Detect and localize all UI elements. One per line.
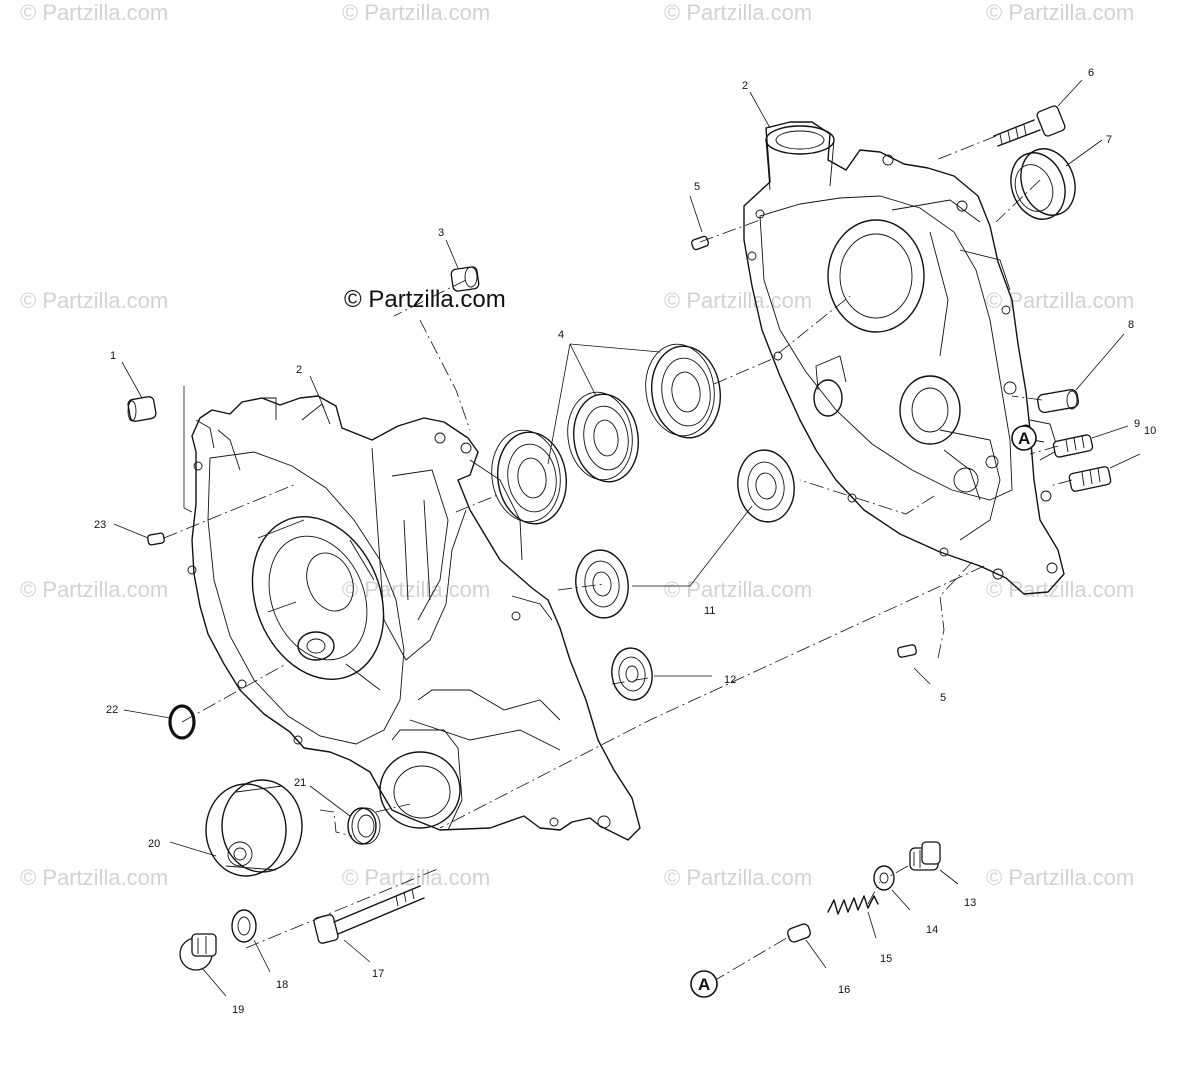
bolt-6 [993,105,1066,147]
reference-marker-a-top: A [1011,425,1037,451]
bearing-4c [645,343,721,439]
callout-11: 11 [704,605,715,617]
watermark: © Partzilla.com [342,577,490,602]
callout-8: 8 [1128,319,1134,331]
watermark-main: © Partzilla.com [344,286,506,313]
callout-13: 13 [964,897,976,909]
watermark: © Partzilla.com [342,0,490,25]
callout-20: 20 [148,838,160,850]
watermark: © Partzilla.com [20,288,168,313]
leader-lines [113,79,1141,997]
assembly-lines [163,135,1073,983]
watermark: © Partzilla.com [664,577,812,602]
reference-marker-letter: A [698,975,710,994]
dowel-pin-5-bottom [897,644,917,658]
left-crankcase-half [187,395,641,841]
watermark: © Partzilla.com [986,577,1134,602]
fitting-9 [1052,434,1094,458]
callout-10: 10 [1144,425,1156,437]
callout-3: 3 [438,227,444,239]
callout-18: 18 [276,979,288,991]
fitting-10 [1068,466,1112,492]
bearing-11b [737,449,795,523]
callout-5-top: 5 [694,181,700,193]
dowel-pin-5-top [690,235,710,251]
bearing-4b [567,391,639,483]
bearing-4a [491,429,567,525]
callout-22: 22 [106,704,118,716]
callout-1: 1 [110,350,116,362]
watermark: © Partzilla.com [986,865,1134,890]
oil-seal-7 [1010,148,1076,220]
washer-18 [231,909,257,943]
bearing-11a [575,549,629,619]
callout-7: 7 [1106,134,1112,146]
pulley-20 [205,779,303,877]
callout-9: 9 [1134,418,1140,430]
bolt-17 [313,885,425,944]
sleeve-8 [1037,388,1079,414]
watermark: © Partzilla.com [342,865,490,890]
bushing-1 [127,396,157,422]
plug-19 [179,933,217,971]
sleeve-3 [450,266,480,292]
callout-12: 12 [724,674,736,686]
callout-6: 6 [1088,67,1094,79]
right-crankcase-half [743,121,1065,595]
watermark-grid: © Partzilla.com © Partzilla.com © Partzi… [20,0,1134,890]
callout-14: 14 [926,924,938,936]
plug-bolt-13 [909,841,941,871]
reference-marker-a-bottom: A [690,970,718,998]
watermark: © Partzilla.com [986,288,1134,313]
watermark: © Partzilla.com [20,577,168,602]
callout-5-bottom: 5 [940,692,946,704]
callout-21: 21 [294,777,306,789]
callout-15: 15 [880,953,892,965]
callout-4: 4 [558,329,564,341]
spring-15 [827,895,879,915]
dowel-pin-23 [147,532,165,546]
callout-2-left: 2 [296,364,302,376]
watermark: © Partzilla.com [20,865,168,890]
callout-labels: 1 2 2 3 4 5 5 6 7 8 9 10 11 12 13 14 15 … [94,67,1156,1016]
reference-marker-letter: A [1018,429,1030,448]
watermark: © Partzilla.com [986,0,1134,25]
watermark: © Partzilla.com [664,865,812,890]
watermark: © Partzilla.com [20,0,168,25]
watermark: © Partzilla.com [664,288,812,313]
o-ring-22 [168,704,196,740]
bearing-12 [611,647,653,701]
washer-14 [873,865,895,891]
callout-17: 17 [372,968,384,980]
watermark: © Partzilla.com [664,0,812,25]
callout-16: 16 [838,984,850,996]
plunger-16 [787,923,811,943]
callout-19: 19 [232,1004,244,1016]
seal-21 [347,807,381,845]
callout-2-right: 2 [742,80,748,92]
callout-23: 23 [94,519,106,531]
